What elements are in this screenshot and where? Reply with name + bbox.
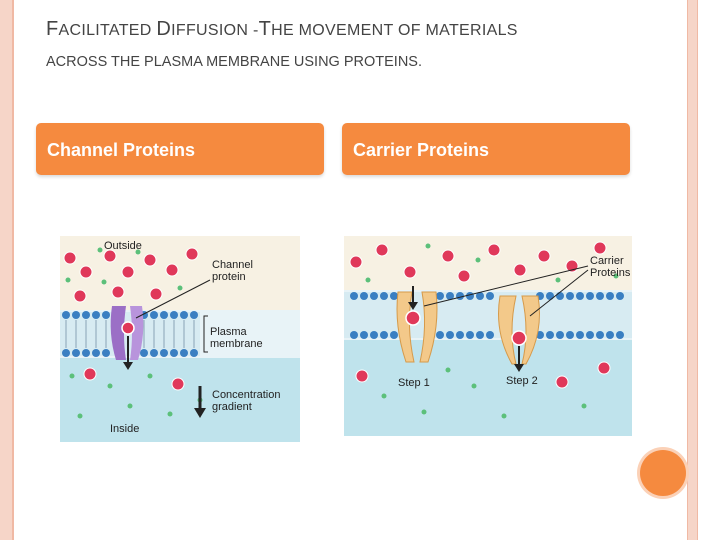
concentration-label-line2: gradient	[212, 401, 252, 413]
outside-molecules	[63, 247, 199, 303]
carrier-pointer-line-2	[529, 269, 589, 317]
carrier-proteins-label: Carrier Proteins	[353, 140, 490, 160]
channel-protein-diagram: Outside Channel protein Plasma membrane …	[60, 236, 300, 442]
gradient-arrow-head	[194, 408, 206, 418]
title-initial-f: F	[46, 18, 59, 40]
title-initial-d: D	[156, 18, 172, 40]
title-word-diffusion: IFFUSION	[171, 22, 249, 39]
channel-label-line2: protein	[212, 271, 246, 283]
channel-label-line1: Channel	[212, 259, 253, 271]
title-separator: -	[248, 22, 259, 39]
slide-subtitle: ACROSS THE PLASMA MEMBRANE USING PROTEIN…	[46, 54, 423, 70]
inside-label: Inside	[110, 423, 139, 435]
right-stripe-decoration	[687, 0, 698, 540]
step2-label: Step 2	[506, 375, 538, 387]
carrier-pointer-line-1	[423, 265, 589, 307]
inside-region	[344, 340, 632, 436]
title-initial-t: T	[258, 18, 272, 40]
carrier-protein-diagram: Carrier Proteins Step 1 Step 2	[344, 236, 632, 436]
channel-protein-figure: Outside Channel protein Plasma membrane …	[60, 236, 300, 442]
carrier-label-line2: Proteins	[590, 267, 631, 279]
slide-title: FACILITATED DIFFUSION -THE MOVEMENT OF M…	[46, 18, 518, 41]
step1-label: Step 1	[398, 377, 430, 389]
decorative-circle	[640, 450, 686, 496]
plasma-label-line1: Plasma	[210, 326, 248, 338]
inside-molecules	[355, 361, 611, 389]
left-border-line	[12, 0, 14, 540]
channel-protein	[110, 306, 144, 370]
outside-region	[344, 236, 632, 290]
title-rest: HE MOVEMENT OF MATERIALS	[271, 22, 518, 39]
title-word-facilitated: ACILITATED	[58, 22, 152, 39]
plasma-membrane	[344, 292, 632, 339]
small-particles	[365, 243, 619, 419]
inside-region	[60, 358, 300, 442]
left-border-decoration	[0, 0, 12, 540]
outside-region	[60, 236, 300, 310]
outside-label: Outside	[104, 240, 142, 252]
channel-proteins-header: Channel Proteins	[36, 123, 324, 175]
plasma-label-line2: membrane	[210, 338, 263, 350]
carrier-protein-figure: Carrier Proteins Step 1 Step 2	[344, 236, 632, 436]
carrier-proteins-header: Carrier Proteins	[342, 123, 630, 175]
channel-proteins-label: Channel Proteins	[47, 140, 196, 160]
inside-molecules	[83, 367, 185, 391]
concentration-label-line1: Concentration	[212, 389, 281, 401]
carrier-protein-step2	[498, 295, 540, 372]
carrier-protein-step1	[396, 286, 438, 363]
channel-pointer-line	[135, 279, 211, 319]
carrier-label-line1: Carrier	[590, 255, 624, 267]
membrane-bracket	[203, 315, 208, 353]
